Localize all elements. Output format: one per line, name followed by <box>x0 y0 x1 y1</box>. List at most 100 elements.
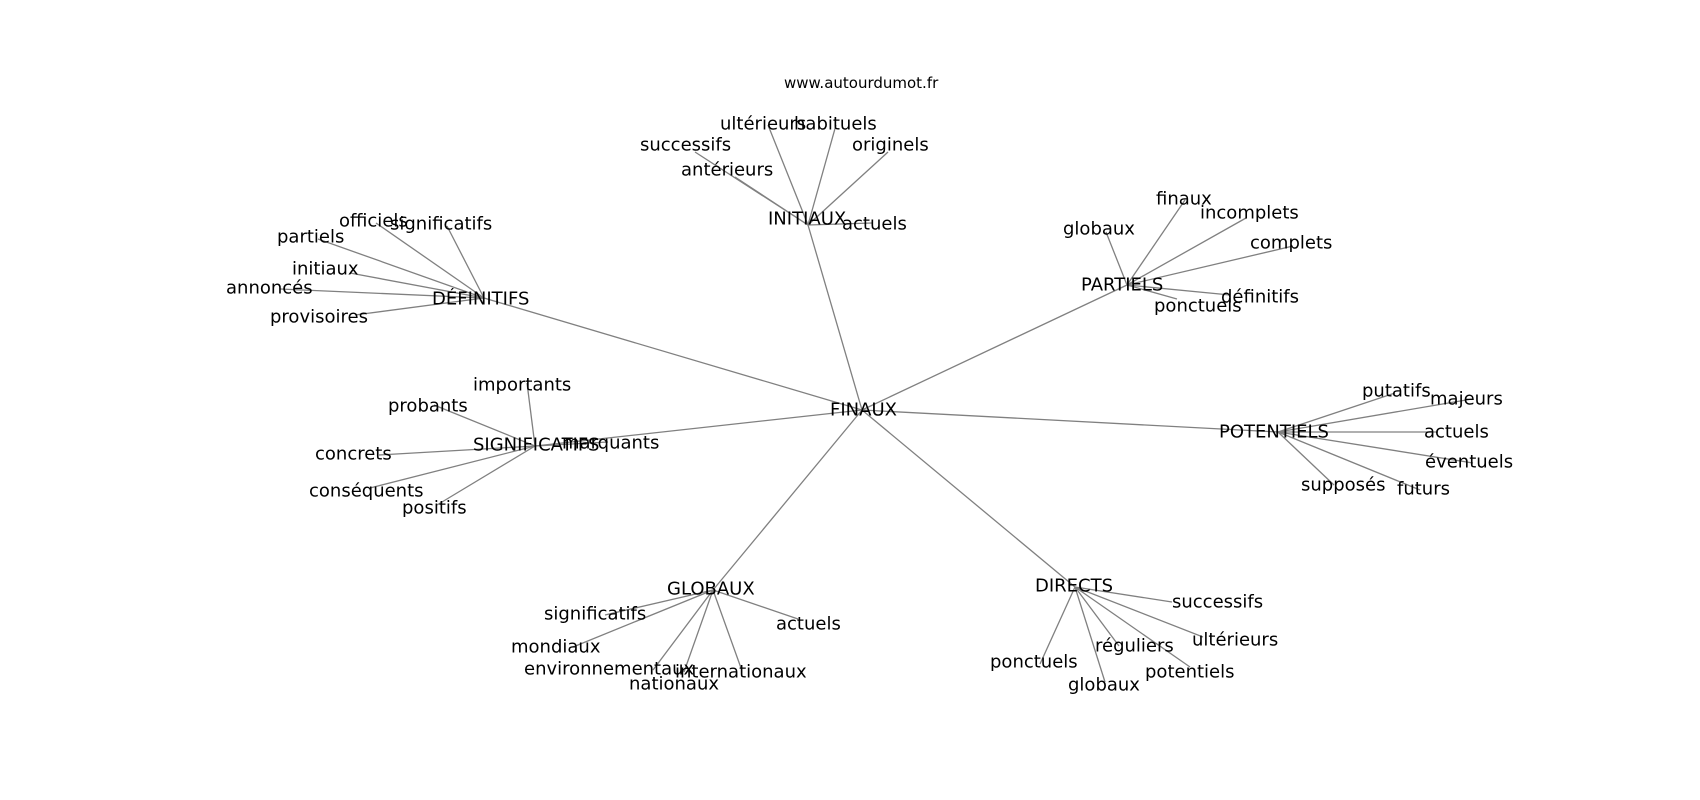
edge-hub-leaf <box>317 238 485 299</box>
edge-hub-leaf <box>604 589 714 616</box>
leaf-node[interactable]: complets <box>1250 233 1332 254</box>
leaf-node[interactable]: actuels <box>776 614 841 635</box>
leaf-node[interactable]: annoncés <box>226 278 313 299</box>
hub-node[interactable]: INITIAUX <box>768 209 846 230</box>
edge-hub-leaf <box>369 445 536 489</box>
leaf-node[interactable]: concrets <box>315 444 392 465</box>
leaf-node[interactable]: successifs <box>1172 592 1263 613</box>
leaf-node[interactable]: définitifs <box>1221 287 1299 308</box>
leaf-node[interactable]: finaux <box>1156 189 1212 210</box>
edge-center-hub <box>483 297 863 411</box>
leaf-node[interactable]: originels <box>852 135 929 156</box>
edge-hub-leaf <box>1074 586 1106 683</box>
watermark: www.autourdumot.fr <box>784 74 939 92</box>
hub-node[interactable]: POTENTIELS <box>1219 422 1329 443</box>
leaf-node[interactable]: marquants <box>562 433 659 454</box>
leaf-node[interactable]: successifs <box>640 135 731 156</box>
edge-hub-leaf <box>652 589 714 671</box>
edge-hub-leaf <box>375 222 485 299</box>
leaf-node[interactable]: conséquents <box>309 481 424 502</box>
edge-hub-leaf <box>1105 231 1128 286</box>
edge-center-hub <box>861 284 1128 411</box>
edges <box>279 124 1474 683</box>
leaf-node[interactable]: supposés <box>1301 475 1385 496</box>
edge-hub-leaf <box>1126 199 1186 286</box>
edge-hub-leaf <box>433 404 536 447</box>
leaf-node[interactable]: ponctuels <box>1154 296 1242 317</box>
leaf-node[interactable]: provisoires <box>270 307 368 328</box>
labels: FINAUXINITIAUXultérieurshabituelssuccess… <box>226 114 1513 696</box>
edge-center-hub <box>807 224 863 411</box>
edge-hub-leaf <box>436 445 536 506</box>
hub-node[interactable]: DIRECTS <box>1035 576 1113 597</box>
edge-hub-leaf <box>807 124 837 226</box>
leaf-node[interactable]: antérieurs <box>681 160 773 181</box>
edge-center-hub <box>712 409 863 591</box>
leaf-node[interactable]: habituels <box>794 114 877 135</box>
leaf-node[interactable]: ponctuels <box>990 652 1078 673</box>
edge-hub-leaf <box>1126 245 1294 286</box>
edge-hub-leaf <box>349 272 485 299</box>
leaf-node[interactable]: futurs <box>1397 479 1450 500</box>
leaf-node[interactable]: nationaux <box>629 674 719 695</box>
edge-hub-leaf <box>1039 586 1076 665</box>
hub-node[interactable]: DÉFINITIFS <box>432 288 529 310</box>
leaf-node[interactable]: potentiels <box>1145 662 1235 683</box>
edge-hub-leaf <box>807 151 889 226</box>
edge-hub-leaf <box>1126 217 1247 286</box>
leaf-node[interactable]: officiels <box>339 211 408 232</box>
edge-hub-leaf <box>354 297 485 316</box>
hub-node[interactable]: SIGNIFICATIFS <box>473 435 599 456</box>
edge-hub-leaf <box>712 589 742 669</box>
leaf-node[interactable]: initiaux <box>292 259 359 280</box>
leaf-node[interactable]: globaux <box>1068 675 1140 696</box>
edge-hub-leaf <box>1074 586 1120 647</box>
edge-center-hub <box>534 409 863 447</box>
leaf-node[interactable]: globaux <box>1063 219 1135 240</box>
edge-center-hub <box>861 409 1076 588</box>
edge-hub-leaf <box>1277 392 1396 433</box>
leaf-node[interactable]: réguliers <box>1095 636 1174 657</box>
leaf-node[interactable]: éventuels <box>1425 452 1513 473</box>
edge-hub-leaf <box>572 589 714 648</box>
leaf-node[interactable]: internationaux <box>675 662 807 683</box>
leaf-node[interactable]: actuels <box>1424 422 1489 443</box>
edge-hub-leaf <box>279 288 485 299</box>
leaf-node[interactable]: actuels <box>842 214 907 235</box>
hub-node[interactable]: PARTIELS <box>1081 275 1163 296</box>
leaf-node[interactable]: significatifs <box>390 214 492 235</box>
edge-hub-leaf <box>767 124 809 226</box>
leaf-node[interactable]: incomplets <box>1200 203 1299 224</box>
edge-hub-leaf <box>1277 431 1474 464</box>
edge-hub-leaf <box>1277 431 1421 491</box>
center-node[interactable]: FINAUX <box>830 400 897 421</box>
edge-hub-leaf <box>526 382 536 447</box>
leaf-node[interactable]: positifs <box>402 498 467 519</box>
edge-hub-leaf <box>683 589 714 673</box>
edge-hub-leaf <box>378 445 536 456</box>
leaf-node[interactable]: significatifs <box>544 604 646 625</box>
edge-hub-leaf <box>1074 586 1204 638</box>
leaf-node[interactable]: ultérieurs <box>1192 630 1278 651</box>
edge-hub-leaf <box>446 225 485 299</box>
edge-hub-leaf <box>807 222 873 226</box>
edge-hub-leaf <box>1074 586 1173 603</box>
edge-hub-leaf <box>1074 586 1191 668</box>
leaf-node[interactable]: putatifs <box>1362 381 1431 402</box>
leaf-node[interactable]: mondiaux <box>511 637 601 658</box>
edge-hub-leaf <box>712 589 799 620</box>
hub-node[interactable]: GLOBAUX <box>667 579 755 600</box>
edge-hub-leaf <box>534 441 609 447</box>
leaf-node[interactable]: importants <box>473 375 571 396</box>
leaf-node[interactable]: majeurs <box>1430 389 1503 410</box>
edge-hub-leaf <box>1277 398 1473 433</box>
edge-center-hub <box>861 409 1279 433</box>
edge-hub-leaf <box>1126 284 1178 300</box>
leaf-node[interactable]: probants <box>388 396 468 417</box>
edge-hub-leaf <box>1126 284 1231 296</box>
edge-hub-leaf <box>1277 431 1335 486</box>
leaf-node[interactable]: environnementaux <box>524 659 695 680</box>
leaf-node[interactable]: partiels <box>277 227 344 248</box>
leaf-node[interactable]: ultérieurs <box>720 114 806 135</box>
